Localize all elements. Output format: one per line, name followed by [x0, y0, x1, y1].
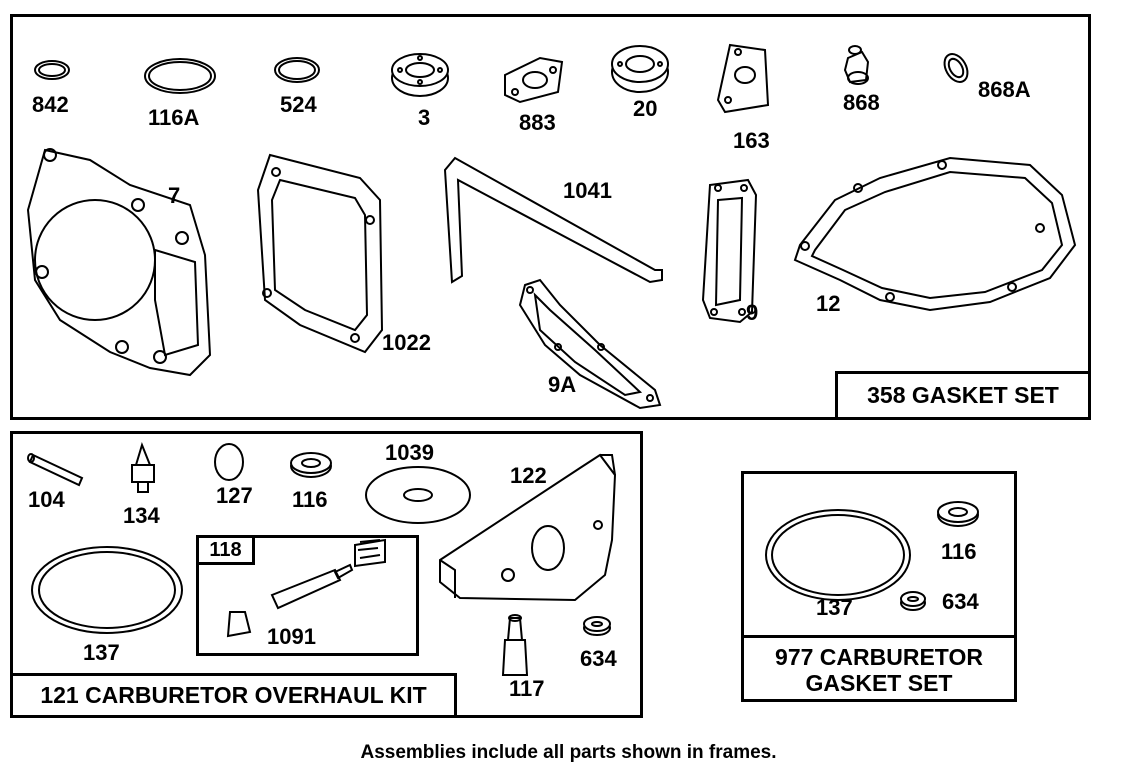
- part-9-drawing: [701, 178, 758, 324]
- part-20-drawing: [611, 45, 669, 93]
- part-label-116: 116: [292, 487, 328, 512]
- part-label-12: 12: [816, 291, 841, 316]
- part-label-634-set: 634: [942, 589, 979, 614]
- part-label-9: 9: [746, 300, 759, 325]
- part-label-868: 868: [843, 90, 880, 115]
- part-524-drawing: [274, 57, 320, 83]
- part-label-116-set: 116: [941, 539, 977, 564]
- part-163-drawing: [716, 43, 770, 114]
- part-label-117: 117: [509, 676, 545, 701]
- part-1039-drawing: [365, 466, 471, 524]
- part-117-drawing: [501, 614, 529, 676]
- part-label-1039: 1039: [385, 440, 434, 465]
- part-label-634: 634: [580, 646, 617, 671]
- sub-assembly-118-title: 118: [196, 535, 255, 565]
- overhaul-kit-title: 121 CARBURETOR OVERHAUL KIT: [10, 673, 457, 718]
- part-7-drawing: [26, 148, 212, 377]
- part-label-116A: 116A: [148, 105, 200, 130]
- part-label-9A: 9A: [548, 372, 577, 397]
- part-label-1091: 1091: [267, 624, 316, 649]
- gasket-set-title: 358 GASKET SET: [835, 371, 1091, 420]
- part-134-drawing: [131, 441, 155, 493]
- part-label-1022: 1022: [382, 330, 431, 355]
- part-label-842: 842: [32, 92, 69, 117]
- part-634-set-drawing: [900, 591, 926, 611]
- part-868-drawing: [843, 45, 870, 85]
- part-label-127: 127: [216, 483, 253, 508]
- part-3-drawing: [391, 53, 449, 97]
- part-868A-drawing: [943, 53, 969, 83]
- part-label-137-set: 137: [816, 595, 853, 620]
- part-116-set-drawing: [937, 501, 979, 527]
- part-label-883: 883: [519, 110, 556, 135]
- part-label-163: 163: [733, 128, 770, 153]
- part-883-drawing: [504, 56, 564, 104]
- part-1091-drawing: [226, 538, 386, 638]
- part-label-7: 7: [168, 183, 181, 208]
- part-104-drawing: [27, 453, 84, 487]
- part-label-1041: 1041: [563, 178, 612, 203]
- part-label-20: 20: [633, 96, 658, 121]
- part-label-868A: 868A: [978, 77, 1031, 102]
- part-1041-drawing: [443, 156, 663, 284]
- carb-gasket-set-frame: [741, 471, 1017, 702]
- part-label-3: 3: [418, 105, 431, 130]
- carb-title-line1: 977 CARBURETOR: [775, 644, 983, 670]
- part-634-kit-drawing: [583, 616, 611, 636]
- part-label-104: 104: [28, 487, 65, 512]
- carb-title-line2: GASKET SET: [805, 670, 953, 696]
- part-9A-drawing: [518, 278, 662, 410]
- part-137-set-drawing: [765, 509, 911, 601]
- gasket-set-frame: [10, 14, 1091, 420]
- part-842-drawing: [34, 60, 70, 80]
- part-116-kit-drawing: [290, 452, 332, 478]
- part-127-drawing: [214, 443, 244, 481]
- part-1022-drawing: [256, 153, 384, 354]
- part-116A-drawing: [144, 58, 216, 94]
- part-label-134: 134: [123, 503, 160, 528]
- part-label-524: 524: [280, 92, 317, 117]
- footer-note: Assemblies include all parts shown in fr…: [360, 742, 777, 763]
- part-label-137: 137: [83, 640, 120, 665]
- part-122-drawing: [439, 453, 617, 602]
- carb-gasket-set-title: 977 CARBURETOR GASKET SET: [741, 635, 1017, 702]
- sub-assembly-118-frame: [196, 535, 419, 656]
- part-label-122: 122: [510, 463, 547, 488]
- part-12-drawing: [793, 156, 1077, 312]
- part-137-kit-drawing: [31, 546, 183, 634]
